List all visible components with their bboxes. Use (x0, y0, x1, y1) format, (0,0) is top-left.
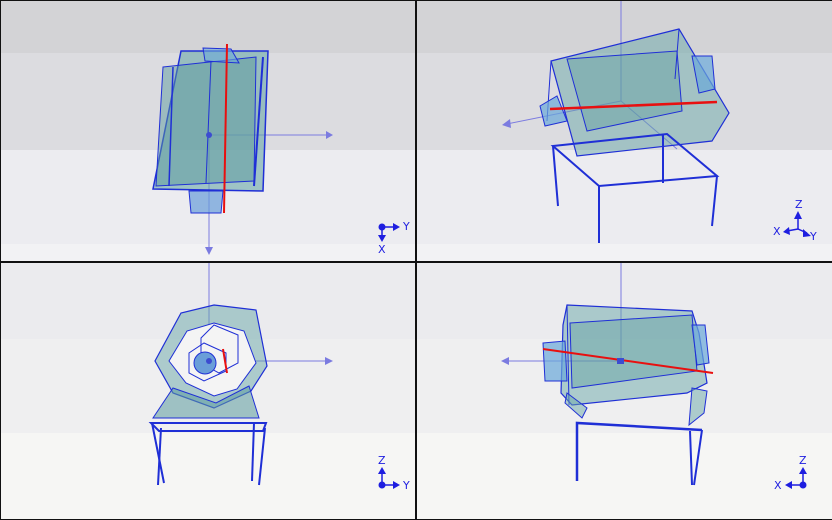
axis-triad-icon (378, 223, 400, 242)
axis-triad-top: Y X (373, 219, 413, 257)
axis-label-x: X (378, 243, 386, 256)
axis-triad-iso: Z X Y (773, 199, 823, 243)
model-wireframe-front (148, 263, 333, 486)
axis-label-z: Z (795, 198, 803, 211)
axis-triad-icon (783, 211, 811, 237)
axis-label-z: Z (378, 454, 386, 467)
axis-label-y: Y (403, 479, 410, 492)
viewport-side[interactable]: Z X (417, 263, 832, 519)
model-wireframe-iso (502, 1, 730, 243)
viewport-top[interactable]: Y X (1, 1, 415, 261)
model-wireframe-side (501, 263, 714, 486)
axis-label-y: Y (403, 220, 410, 233)
axis-label-z: Z (799, 454, 807, 467)
axis-label-x: X (774, 479, 782, 492)
axis-label-x: X (773, 225, 781, 238)
viewport-front[interactable]: Z Y (1, 263, 415, 519)
axis-triad-icon (378, 467, 400, 489)
axis-triad-front: Z Y (373, 455, 413, 493)
axis-triad-icon (785, 467, 807, 489)
axis-label-y: Y (810, 230, 817, 243)
viewport-isometric[interactable]: Z X Y (417, 1, 832, 261)
axis-triad-side: Z X (773, 455, 821, 495)
model-wireframe-top (152, 43, 333, 255)
